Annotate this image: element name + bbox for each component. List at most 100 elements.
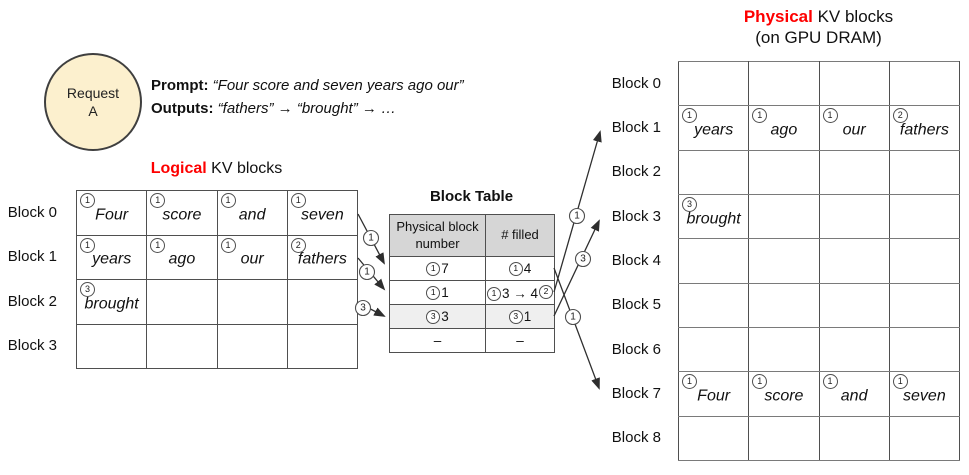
logical-kv-cell [216, 279, 288, 325]
outputs-line: Outputs: “fathers” → “brought” → … [151, 97, 464, 120]
physical-word: Physical [743, 7, 813, 26]
block-table-cell: – [389, 328, 486, 353]
physical-kv-cell [818, 282, 890, 328]
logical-kv-cell [216, 323, 288, 369]
token-word: Four [95, 206, 129, 224]
svg-text:1: 1 [368, 233, 374, 244]
request-a-circle: Request A [44, 53, 142, 151]
physical-kv-cell [888, 193, 961, 240]
token-word: and [840, 387, 868, 405]
physical-kv-cell [818, 193, 890, 240]
physical-title-rest: KV blocks [812, 7, 894, 26]
logical-kv-cell [75, 323, 148, 369]
grid-row [677, 415, 961, 461]
token-word: seven [301, 206, 344, 224]
block-row-label: Block 6 [611, 340, 661, 358]
physical-kv-cell [818, 326, 890, 373]
token-word: seven [903, 387, 946, 405]
physical-kv-cell [748, 326, 820, 373]
block-row-label: Block 3 [611, 207, 661, 225]
token-word: fathers [899, 121, 949, 139]
logical-kv-title: Logical KV blocks [76, 160, 357, 178]
physical-kv-cell [818, 149, 890, 195]
arrow-logical0-to-row1 [357, 213, 385, 265]
logical-title-rest: KV blocks [206, 160, 283, 177]
block-row-label: Block 4 [611, 251, 661, 269]
physical-kv-cell [818, 238, 890, 284]
logical-kv-cell [146, 323, 218, 369]
block-row-label: Block 7 [611, 384, 661, 402]
step-badge: 1 [426, 286, 441, 300]
slot-number-badge: 3 [682, 196, 697, 212]
block-row-label: Block 0 [611, 74, 661, 92]
token-word: ago [168, 250, 196, 268]
token-word: score [162, 206, 202, 224]
svg-text:1: 1 [570, 312, 576, 323]
prompt-value: “Four score and seven years ago our” [212, 77, 464, 94]
step-badge: 2 [539, 284, 554, 299]
physical-kv-cell [677, 326, 750, 373]
block-table-header-row: Physical block number# filled [389, 214, 555, 257]
block-row-label: Block 3 [7, 337, 57, 355]
logical-kv-cell [286, 279, 359, 325]
block-row-label: Block 2 [7, 292, 57, 310]
token-word: and [238, 206, 266, 224]
step-badge: 3 [508, 310, 523, 324]
slot-number-badge: 1 [892, 374, 908, 390]
physical-kv-cell [748, 149, 820, 195]
svg-text:1: 1 [574, 211, 580, 222]
physical-kv-cell [748, 193, 820, 240]
physical-title-line2: (on GPU DRAM) [755, 28, 882, 47]
block-table-row: –– [389, 328, 555, 353]
token-word: Four [697, 387, 731, 405]
token-word: ago [770, 121, 798, 139]
prompt-label: Prompt: [151, 77, 209, 94]
slot-number-badge: 1 [150, 193, 166, 208]
block-table-header: Physical block number [389, 214, 486, 257]
block-row-label: Block 8 [611, 429, 661, 447]
block-row-label: Block 1 [7, 248, 57, 266]
grid-row [677, 238, 961, 284]
slot-number-badge: 1 [682, 374, 697, 390]
physical-kv-cell [888, 282, 961, 328]
token-word: years [694, 121, 734, 139]
logical-kv-cell [146, 279, 218, 325]
svg-text:3: 3 [580, 254, 586, 265]
block-row-label: Block 2 [611, 163, 661, 181]
physical-title-line1: Physical KV blocks [678, 6, 959, 27]
physical-kv-cell [818, 415, 890, 461]
physical-kv-cell [677, 415, 750, 461]
grid-row [677, 282, 961, 328]
physical-kv-cell [677, 238, 750, 284]
logical-word: Logical [150, 160, 207, 177]
svg-text:1: 1 [364, 267, 370, 278]
block-row-label: Block 5 [611, 296, 661, 314]
slot-number-badge: 1 [220, 237, 236, 253]
slot-number-badge: 1 [822, 108, 838, 124]
slot-number-badge: 1 [752, 374, 768, 390]
token-word: brought [84, 295, 139, 313]
